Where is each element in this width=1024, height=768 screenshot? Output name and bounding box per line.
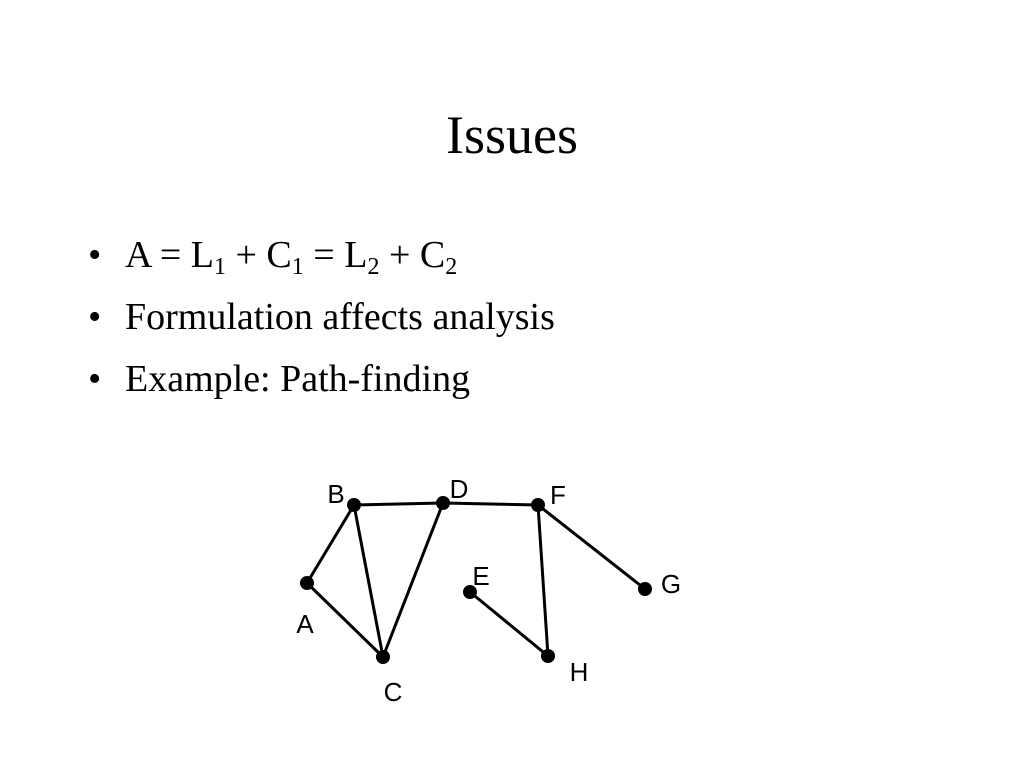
edge-f-h bbox=[536, 504, 550, 657]
node-a bbox=[300, 576, 314, 590]
equation-term: + C1 bbox=[226, 234, 304, 280]
node-label-f: F bbox=[550, 480, 566, 510]
edge-c-d bbox=[381, 502, 445, 658]
edge-d-f bbox=[442, 501, 539, 507]
node-e bbox=[463, 585, 477, 599]
bullet-formulation: • Formulation affects analysis bbox=[88, 294, 555, 340]
graph-edges bbox=[305, 501, 646, 659]
equation-term: = L2 bbox=[303, 234, 380, 280]
edge-e-h bbox=[469, 590, 549, 658]
node-label-e: E bbox=[472, 561, 489, 591]
equation-term: + C2 bbox=[379, 234, 458, 280]
node-g bbox=[638, 582, 652, 596]
bullet-marker: • bbox=[88, 358, 102, 400]
edge-a-b bbox=[305, 504, 356, 584]
node-d bbox=[436, 496, 450, 510]
bullet-list: • A = L1 + C1 = L2 + C2 • Formulation af… bbox=[88, 232, 555, 418]
node-label-d: D bbox=[450, 474, 469, 504]
node-b bbox=[347, 498, 361, 512]
bullet-marker: • bbox=[88, 234, 102, 276]
bullet-equation: • A = L1 + C1 = L2 + C2 bbox=[88, 232, 555, 280]
edge-b-d bbox=[353, 501, 444, 507]
bullet-example: • Example: Path-finding bbox=[88, 356, 555, 402]
edge-f-g bbox=[537, 503, 646, 591]
bullet-marker: • bbox=[88, 296, 102, 338]
node-f bbox=[531, 498, 545, 512]
bullet-text: Example: Path-finding bbox=[125, 358, 471, 400]
slide-title: Issues bbox=[446, 105, 578, 165]
node-h bbox=[541, 649, 555, 663]
node-label-a: A bbox=[296, 609, 314, 639]
bullet-text: Formulation affects analysis bbox=[125, 296, 555, 338]
equation-term: A = L1 bbox=[125, 234, 226, 280]
graph-labels: A B C D E F G H bbox=[296, 474, 681, 707]
node-label-h: H bbox=[570, 657, 589, 687]
node-label-g: G bbox=[661, 569, 681, 599]
edge-b-c bbox=[352, 504, 385, 658]
graph-nodes bbox=[300, 496, 652, 664]
node-c bbox=[376, 650, 390, 664]
node-label-c: C bbox=[384, 677, 403, 707]
node-label-b: B bbox=[327, 479, 344, 509]
edge-a-c bbox=[305, 581, 385, 659]
